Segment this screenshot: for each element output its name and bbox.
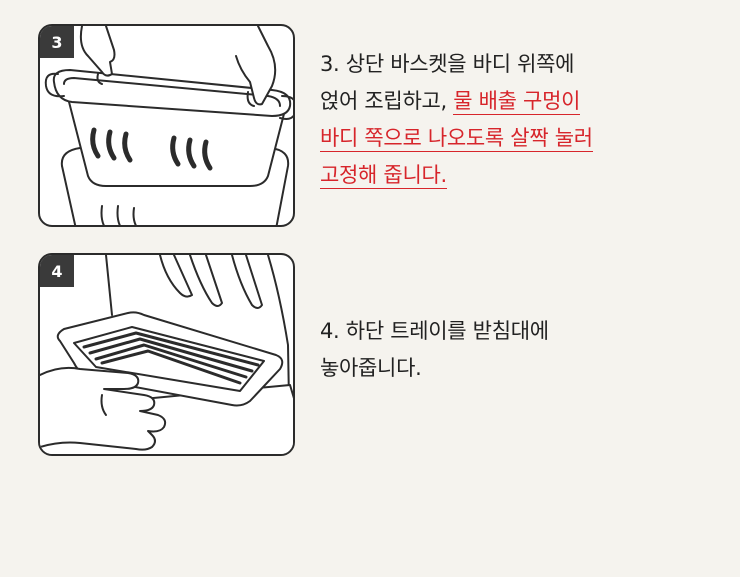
step-3-line-3-highlight: 바디 쪽으로 나오도록 살짝 눌러 — [320, 126, 593, 152]
step-4-line-1: 4. 하단 트레이를 받침대에 — [320, 313, 720, 350]
step-3-instructions: 3. 상단 바스켓을 바디 위쪽에 얹어 조립하고, 물 배출 구멍이 바디 쪽… — [320, 46, 720, 194]
step-4-illustration: 4 — [38, 253, 295, 456]
step-4-line-2-text: 놓아줍니다. — [320, 356, 422, 380]
tray-placement-illustration — [40, 255, 293, 454]
step-3-line-1-text: 3. 상단 바스켓을 바디 위쪽에 — [320, 52, 575, 76]
step-3-badge: 3 — [40, 26, 74, 58]
step-3-line-2-highlight: 물 배출 구멍이 — [453, 89, 581, 115]
step-4-line-2: 놓아줍니다. — [320, 350, 720, 387]
step-4-line-1-text: 4. 하단 트레이를 받침대에 — [320, 319, 549, 343]
step-3-line-2: 얹어 조립하고, 물 배출 구멍이 — [320, 83, 720, 120]
step-4-badge: 4 — [40, 255, 74, 287]
step-3-line-3: 바디 쪽으로 나오도록 살짝 눌러 — [320, 120, 720, 157]
step-3-line-4-highlight: 고정해 줍니다. — [320, 163, 447, 189]
step-3-illustration: 3 — [38, 24, 295, 227]
basket-assembly-illustration — [44, 26, 293, 225]
step-4-instructions: 4. 하단 트레이를 받침대에 놓아줍니다. — [320, 313, 720, 387]
step-3-line-4: 고정해 줍니다. — [320, 157, 720, 194]
step-3-line-2-text: 얹어 조립하고, — [320, 89, 454, 113]
step-3-line-1: 3. 상단 바스켓을 바디 위쪽에 — [320, 46, 720, 83]
